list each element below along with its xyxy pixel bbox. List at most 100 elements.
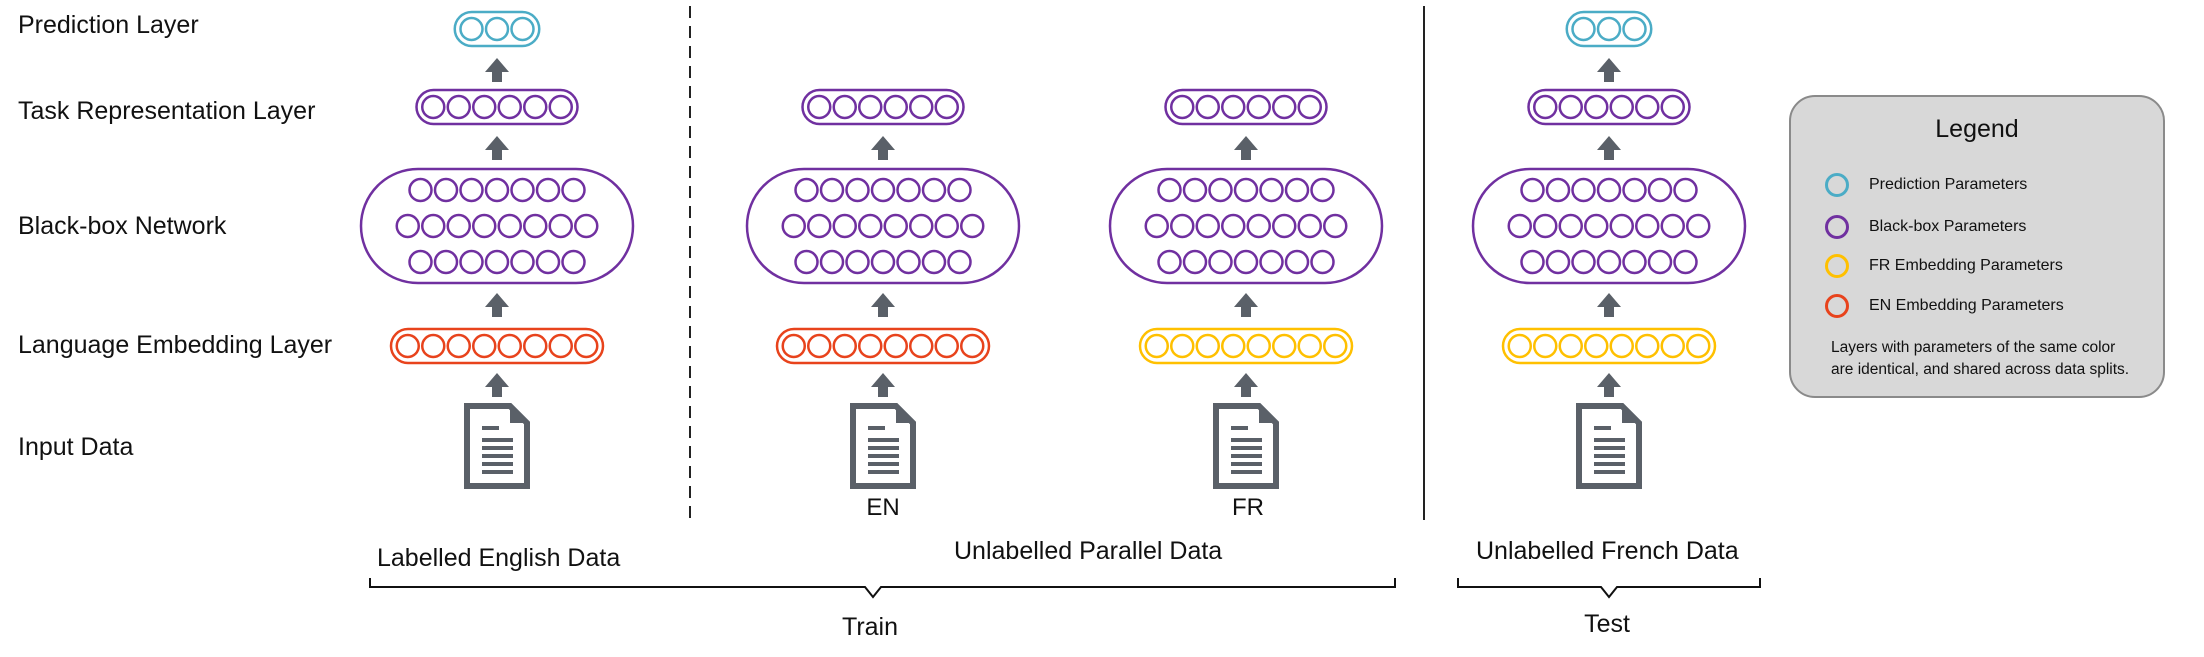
neuron-icon	[459, 249, 484, 275]
prediction-layer	[1565, 10, 1653, 48]
neuron-icon	[1157, 177, 1182, 203]
layer-outline	[775, 327, 991, 365]
neuron-icon	[960, 213, 985, 239]
neuron-icon	[909, 94, 934, 120]
neuron-icon	[523, 213, 548, 239]
neuron-icon	[1622, 249, 1647, 275]
neuron-icon	[921, 249, 947, 275]
neuron-icon	[1545, 249, 1571, 275]
neuron-icon	[947, 177, 972, 203]
neuron-icon	[1660, 94, 1685, 120]
black-box-network	[745, 167, 1021, 285]
up-arrow-icon	[871, 136, 895, 160]
row-label-input-data: Input Data	[18, 433, 134, 461]
neuron-icon	[433, 177, 459, 203]
language-embedding-layer	[1501, 327, 1717, 365]
legend-note-line: are identical, and shared across data sp…	[1831, 361, 2130, 378]
neuron-icon	[845, 249, 870, 275]
document-icon	[1216, 406, 1276, 486]
neuron-icon	[858, 333, 883, 359]
neuron-icon	[497, 94, 522, 120]
document-icon	[467, 406, 527, 486]
neuron-icon	[1609, 333, 1634, 359]
neuron-icon	[832, 213, 857, 239]
neuron-icon	[1635, 94, 1660, 120]
neuron-icon	[1558, 333, 1583, 359]
up-arrow-icon	[871, 293, 895, 317]
neuron-icon	[1144, 213, 1169, 239]
neuron-icon	[1246, 94, 1271, 120]
neuron-icon	[1533, 333, 1558, 359]
neuron-icon	[1520, 249, 1545, 275]
neuron-icon	[1660, 333, 1685, 359]
neuron-icon	[484, 249, 510, 275]
neuron-icon	[1272, 94, 1297, 120]
neuron-icon	[1144, 333, 1169, 359]
neuron-icon	[1259, 249, 1284, 275]
neuron-icon	[807, 213, 832, 239]
legend-swatch-icon	[1825, 254, 1849, 278]
neuron-icon	[1507, 333, 1532, 359]
up-arrow-icon	[485, 293, 509, 317]
neuron-icon	[832, 94, 857, 120]
legend-item-label: Prediction Parameters	[1869, 176, 2028, 193]
neuron-icon	[1323, 333, 1348, 359]
neuron-icon	[794, 177, 819, 203]
language-tag-fr: FR	[1232, 494, 1264, 521]
neuron-icon	[484, 177, 510, 203]
neuron-icon	[1584, 213, 1609, 239]
task-representation-layer	[801, 88, 965, 126]
up-arrow-icon	[871, 373, 895, 397]
neuron-icon	[781, 333, 806, 359]
neuron-icon	[523, 333, 548, 359]
neuron-icon	[1170, 213, 1195, 239]
neuron-icon	[1686, 333, 1711, 359]
neuron-icon	[896, 177, 921, 203]
neuron-icon	[1297, 213, 1322, 239]
neuron-icon	[510, 249, 535, 275]
neuron-icon	[472, 213, 497, 239]
neuron-icon	[408, 249, 433, 275]
neuron-icon	[807, 94, 832, 120]
neuron-icon	[909, 333, 934, 359]
neuron-icon	[1284, 177, 1310, 203]
legend-note-line: Layers with parameters of the same color	[1831, 339, 2116, 356]
neuron-icon	[1635, 213, 1660, 239]
black-box-network	[359, 167, 635, 285]
neuron-icon	[1686, 213, 1711, 239]
neuron-icon	[819, 177, 845, 203]
neuron-icon	[1584, 94, 1609, 120]
neuron-icon	[1170, 333, 1195, 359]
neuron-icon	[421, 94, 446, 120]
neuron-icon	[523, 94, 548, 120]
neuron-icon	[1208, 177, 1233, 203]
neuron-icon	[561, 177, 586, 203]
neuron-icon	[1221, 333, 1246, 359]
legend-item-label: FR Embedding Parameters	[1869, 257, 2063, 274]
neuron-icon	[497, 333, 522, 359]
split-label-unlabelled-parallel: Unlabelled Parallel Data	[954, 537, 1222, 565]
neuron-icon	[1170, 94, 1195, 120]
neuron-icon	[1208, 249, 1233, 275]
neuron-icon	[781, 213, 806, 239]
neuron-icon	[446, 94, 471, 120]
neuron-icon	[883, 333, 908, 359]
neuron-icon	[459, 16, 484, 42]
neuron-icon	[421, 213, 446, 239]
neuron-icon	[1233, 249, 1259, 275]
language-tag-en: EN	[866, 494, 899, 521]
up-arrow-icon	[485, 136, 509, 160]
neuron-icon	[1673, 177, 1698, 203]
up-arrow-icon	[1597, 136, 1621, 160]
neuron-icon	[921, 177, 947, 203]
neuron-icon	[1635, 333, 1660, 359]
neuron-icon	[1533, 94, 1558, 120]
neuron-icon	[561, 249, 586, 275]
neuron-icon	[1195, 333, 1220, 359]
legend-item-fr-embedding: FR Embedding Parameters	[1825, 252, 2063, 280]
neuron-icon	[960, 333, 985, 359]
neuron-icon	[421, 333, 446, 359]
neuron-icon	[934, 213, 959, 239]
legend-item-black-box: Black-box Parameters	[1825, 213, 2026, 241]
